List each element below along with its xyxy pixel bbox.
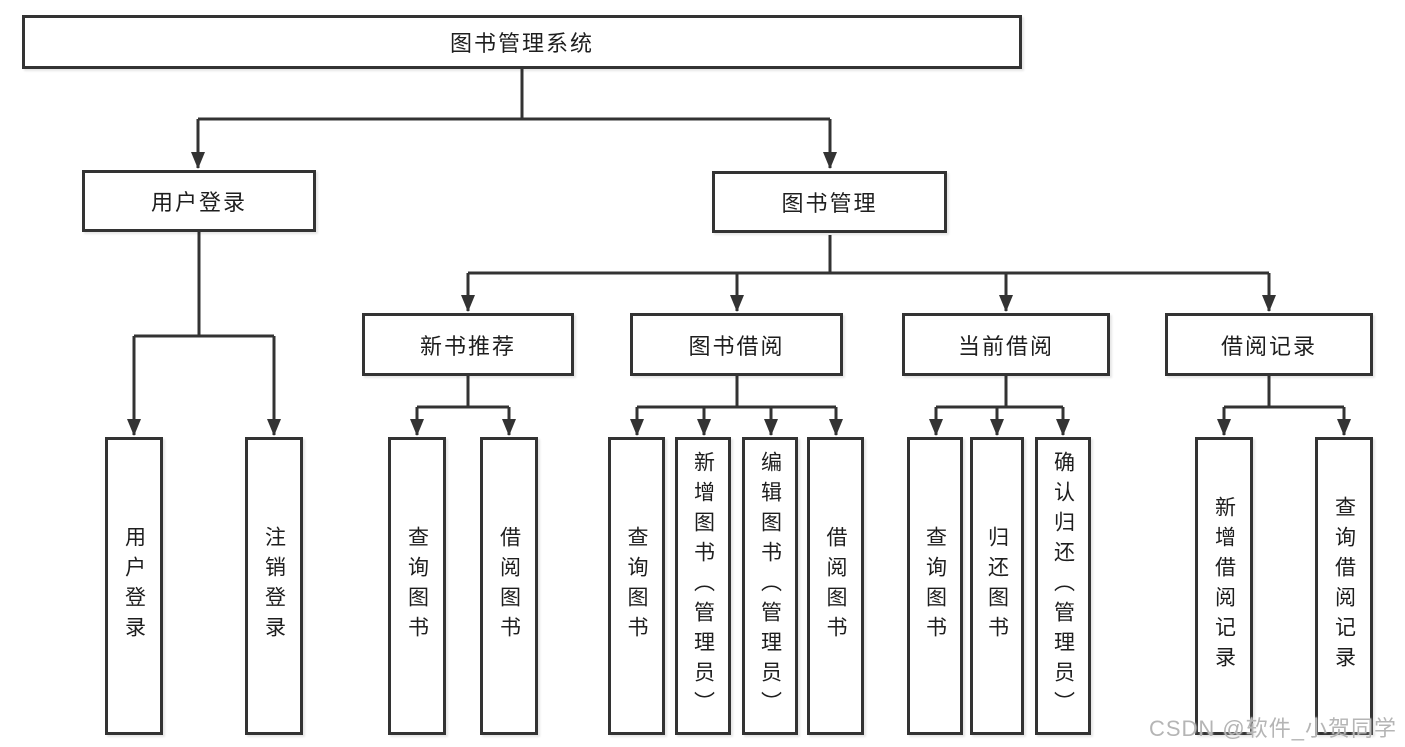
node-user-login-label: 用户登录	[150, 190, 247, 215]
leaf-borrow-books-borrowing-label: 借阅图书	[824, 526, 847, 646]
leaf-query-books-current: 查询图书	[907, 437, 963, 735]
leaf-logout: 注销登录	[245, 437, 303, 735]
leaf-edit-books-admin-label: 编辑图书（管理员）	[758, 451, 782, 721]
leaf-logout-label: 注销登录	[262, 526, 286, 646]
node-book-borrowing: 图书借阅	[630, 313, 843, 376]
node-root-label: 图书管理系统	[449, 31, 594, 56]
leaf-user-login-label: 用户登录	[122, 526, 146, 646]
node-borrowing-records-label: 借阅记录	[1220, 333, 1317, 359]
node-user-login: 用户登录	[82, 170, 316, 232]
leaf-query-borrow-record: 查询借阅记录	[1315, 437, 1373, 735]
leaf-return-books-label: 归还图书	[985, 526, 1009, 646]
node-book-management-label: 图书管理	[781, 191, 878, 216]
node-book-management: 图书管理	[712, 171, 947, 233]
leaf-query-books-current-label: 查询图书	[923, 526, 947, 646]
leaf-user-login: 用户登录	[105, 437, 163, 735]
leaf-query-books-borrowing-label: 查询图书	[625, 526, 648, 646]
leaf-query-books-borrowing: 查询图书	[608, 437, 665, 735]
node-borrowing-records: 借阅记录	[1165, 313, 1373, 376]
csdn-watermark: CSDN @软件_小贺同学	[1148, 716, 1397, 741]
leaf-add-books-admin: 新增图书（管理员）	[675, 437, 731, 735]
node-new-book-recommend: 新书推荐	[362, 313, 574, 376]
node-current-borrowing-label: 当前借阅	[957, 333, 1054, 359]
leaf-query-books-recommend-label: 查询图书	[405, 526, 429, 646]
node-book-borrowing-label: 图书借阅	[688, 333, 785, 359]
node-new-book-recommend-label: 新书推荐	[419, 333, 516, 359]
leaf-add-borrow-record: 新增借阅记录	[1195, 437, 1253, 735]
leaf-confirm-return-admin: 确认归还（管理员）	[1035, 437, 1091, 735]
leaf-add-books-admin-label: 新增图书（管理员）	[691, 451, 715, 721]
leaf-query-borrow-record-label: 查询借阅记录	[1332, 496, 1356, 676]
leaf-return-books: 归还图书	[970, 437, 1024, 735]
leaf-borrow-books-recommend-label: 借阅图书	[497, 526, 521, 646]
leaf-edit-books-admin: 编辑图书（管理员）	[742, 437, 798, 735]
leaf-confirm-return-admin-label: 确认归还（管理员）	[1051, 451, 1075, 721]
leaf-add-borrow-record-label: 新增借阅记录	[1212, 496, 1236, 676]
leaf-query-books-recommend: 查询图书	[388, 437, 446, 735]
node-current-borrowing: 当前借阅	[902, 313, 1110, 376]
leaf-borrow-books-recommend: 借阅图书	[480, 437, 538, 735]
leaf-borrow-books-borrowing: 借阅图书	[807, 437, 864, 735]
node-root: 图书管理系统	[22, 15, 1022, 69]
